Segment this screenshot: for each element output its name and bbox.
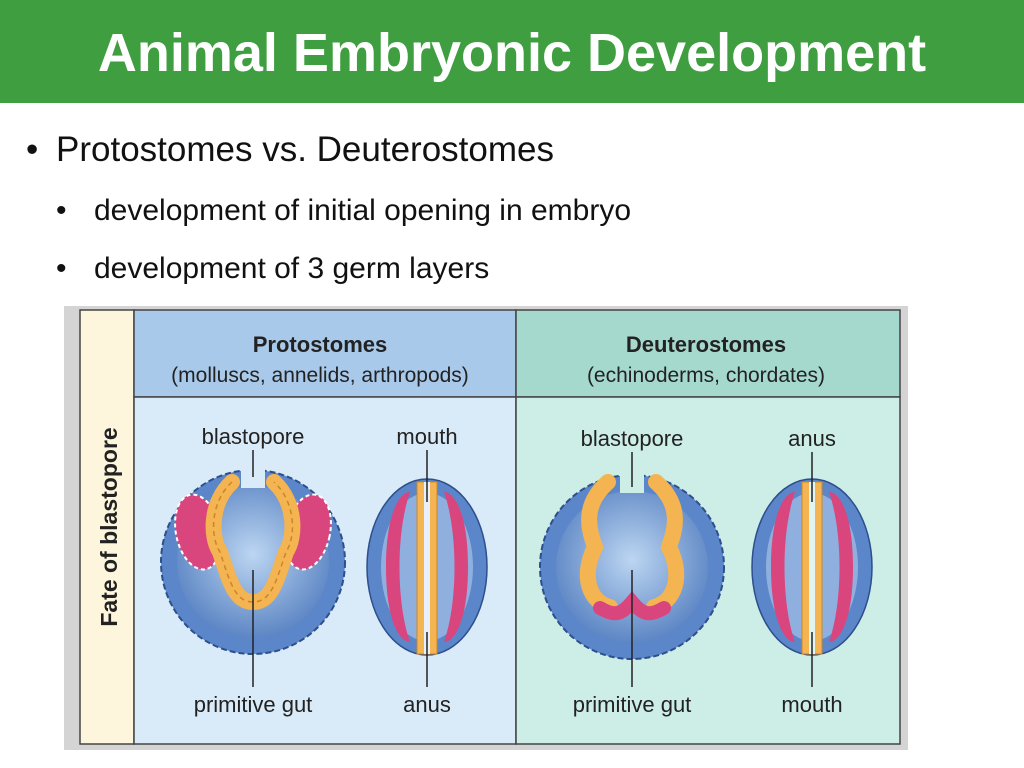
label-mouth: mouth [396,424,457,449]
side-label: Fate of blastopore [96,427,122,626]
deuterostome-header [515,309,901,398]
deuterostome-heading: Deuterostomes [626,332,786,357]
bullet-text: Protostomes vs. Deuterostomes [56,130,554,169]
embryo-diagram: Fate of blastopore Protostomes (molluscs… [64,306,908,750]
label-primitive-gut: primitive gut [194,692,313,717]
protostome-header [133,309,517,398]
bullet-dot: • [56,252,67,285]
label-primitive-gut: primitive gut [573,692,692,717]
protostome-heading: Protostomes [253,332,387,357]
label-blastopore: blastopore [202,424,305,449]
bullet-level2: • development of 3 germ layers [56,248,489,290]
label-anus: anus [403,692,451,717]
label-mouth: mouth [781,692,842,717]
bullet-level2: • development of initial opening in embry… [56,190,631,232]
gut-lumen [809,482,815,654]
deuterostome-subheading: (echinoderms, chordates) [587,364,825,387]
endoderm-gut [579,474,685,615]
slide-title: Animal Embryonic Development [97,23,927,83]
bullet-level1: • Protostomes vs. Deuterostomes [26,126,554,174]
protostome-subheading: (molluscs, annelids, arthropods) [171,364,469,387]
bullet-dot: • [26,130,39,169]
bullet-text: development of 3 germ layers [94,252,490,285]
mesoderm-right [444,492,468,642]
side-panel [79,309,135,745]
protostome-gastrula [160,462,346,655]
label-blastopore: blastopore [581,426,684,451]
mesoderm-right [829,492,853,642]
title-bar: Animal Embryonic Development [0,0,1024,103]
deuterostome-mouth-section [751,478,873,656]
gut-lumen [424,482,430,654]
bullet-text: development of initial opening in embryo [94,194,631,227]
deuterostome-gastrula [539,467,725,660]
protostome-mouth-section [366,478,488,656]
mesoderm-left [771,492,795,642]
endoderm-gut-outline [212,481,294,603]
mesoderm-left [386,492,410,642]
bullet-dot: • [56,194,67,227]
label-anus: anus [788,426,836,451]
